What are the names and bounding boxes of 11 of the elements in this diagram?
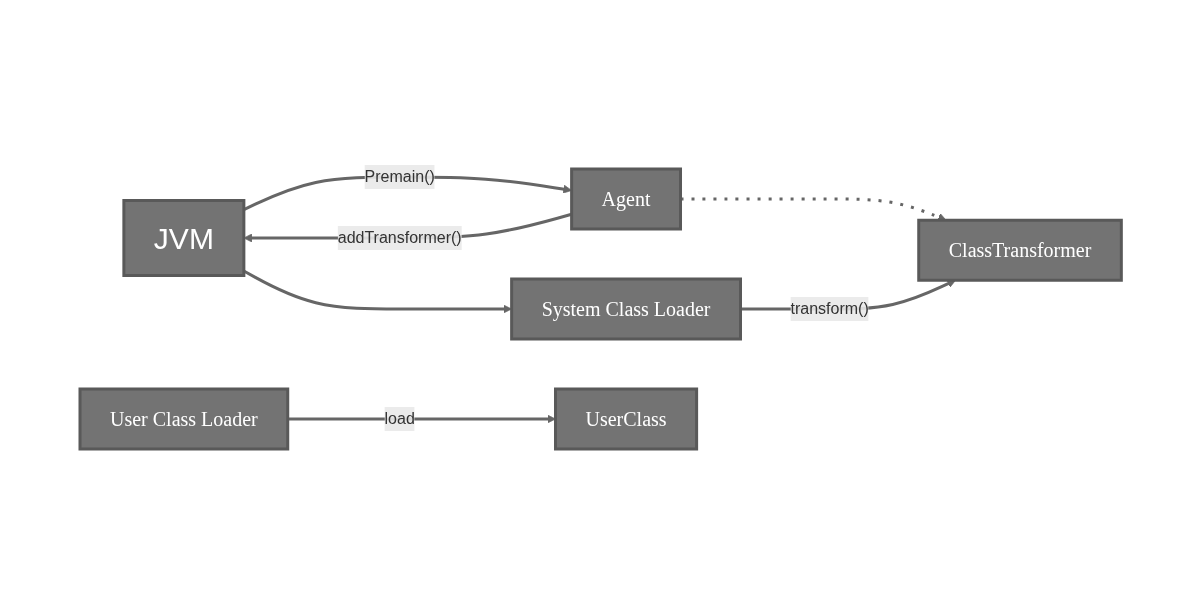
node-box: System Class Loader [509,277,742,341]
node-box: Agent [569,167,682,231]
node-box: User Class Loader [78,387,290,451]
edge-label: Premain() [364,168,435,185]
edge-label: transform() [790,300,869,317]
edge-label: addTransformer() [337,229,462,246]
node-box: JVM [122,199,246,277]
node-box: ClassTransformer [917,218,1123,282]
edge-label: load [384,410,415,427]
arrow [287,414,556,424]
node-box: UserClass [553,387,698,451]
